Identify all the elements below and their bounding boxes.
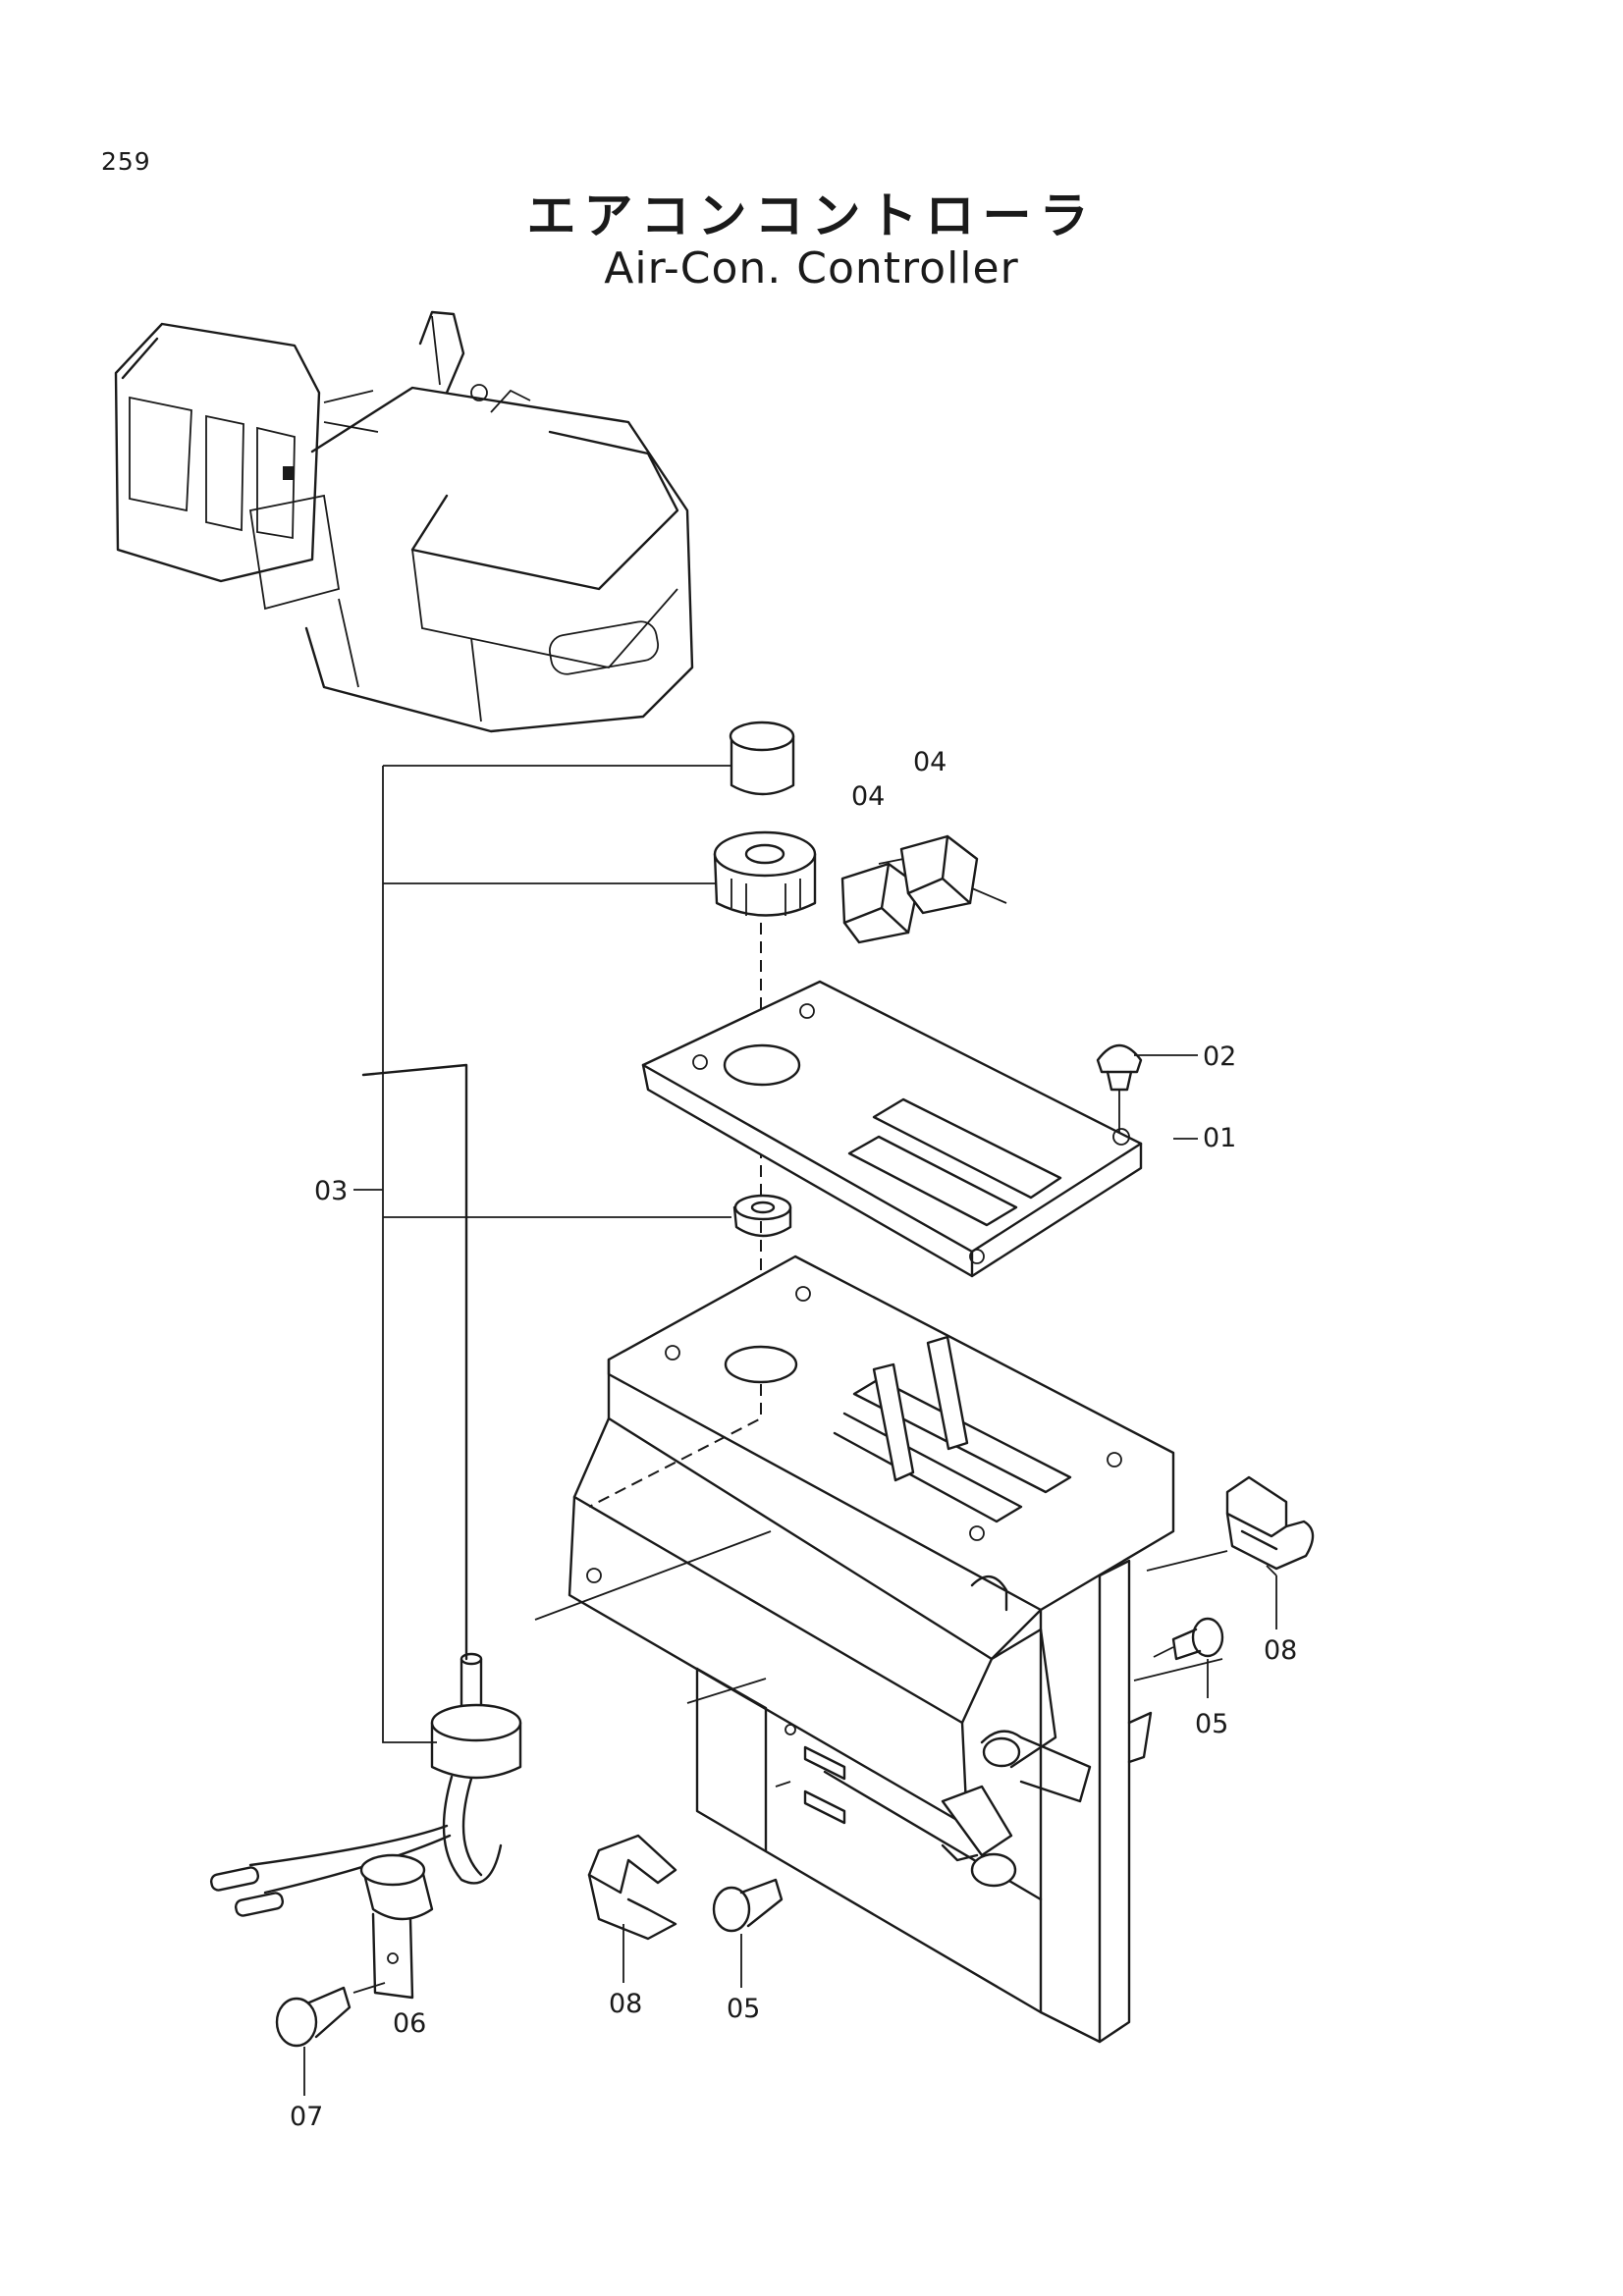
- callout-03: 03: [314, 1176, 348, 1206]
- callout-06: 06: [393, 2008, 426, 2039]
- page-title-japanese: エアコンコントローラ: [526, 187, 1097, 244]
- excavator-location-view: [114, 310, 694, 733]
- callout-01: 01: [1203, 1123, 1236, 1153]
- callout-05-bottom: 05: [727, 1994, 760, 2024]
- part-05-screw-right: [1153, 1617, 1224, 1661]
- callout-07: 07: [290, 2102, 323, 2132]
- part-08-clip-left: [587, 1834, 677, 1983]
- callout-08-right: 08: [1264, 1635, 1297, 1666]
- part-04-switch-knobs: [840, 834, 979, 944]
- callout-05-right: 05: [1195, 1709, 1228, 1739]
- callout-labels: 01 03 04 04 05 05 06 07 08 08 02: [290, 747, 1297, 2132]
- callout-02: 02: [1203, 1041, 1236, 1072]
- part-06-clamp: [359, 1853, 434, 2000]
- part-05-screw-bottom: [712, 1878, 784, 1988]
- part-01-panel-plate: [641, 980, 1143, 1278]
- part-03-knob: [713, 830, 817, 917]
- callout-04-right: 04: [913, 747, 947, 777]
- part-07-screw: [275, 1982, 386, 2096]
- part-03-sensor-connector: [209, 1063, 522, 1917]
- callout-08-left: 08: [609, 1989, 642, 2019]
- part-03-knob-cap: [729, 721, 795, 796]
- page-number: 259: [101, 147, 151, 176]
- callout-04-left: 04: [851, 781, 885, 812]
- part-03-nut: [732, 1194, 792, 1238]
- controller-body: [568, 1255, 1175, 2044]
- part-08-clip-right: [1225, 1475, 1315, 1571]
- page-title-english: Air-Con. Controller: [604, 243, 1019, 294]
